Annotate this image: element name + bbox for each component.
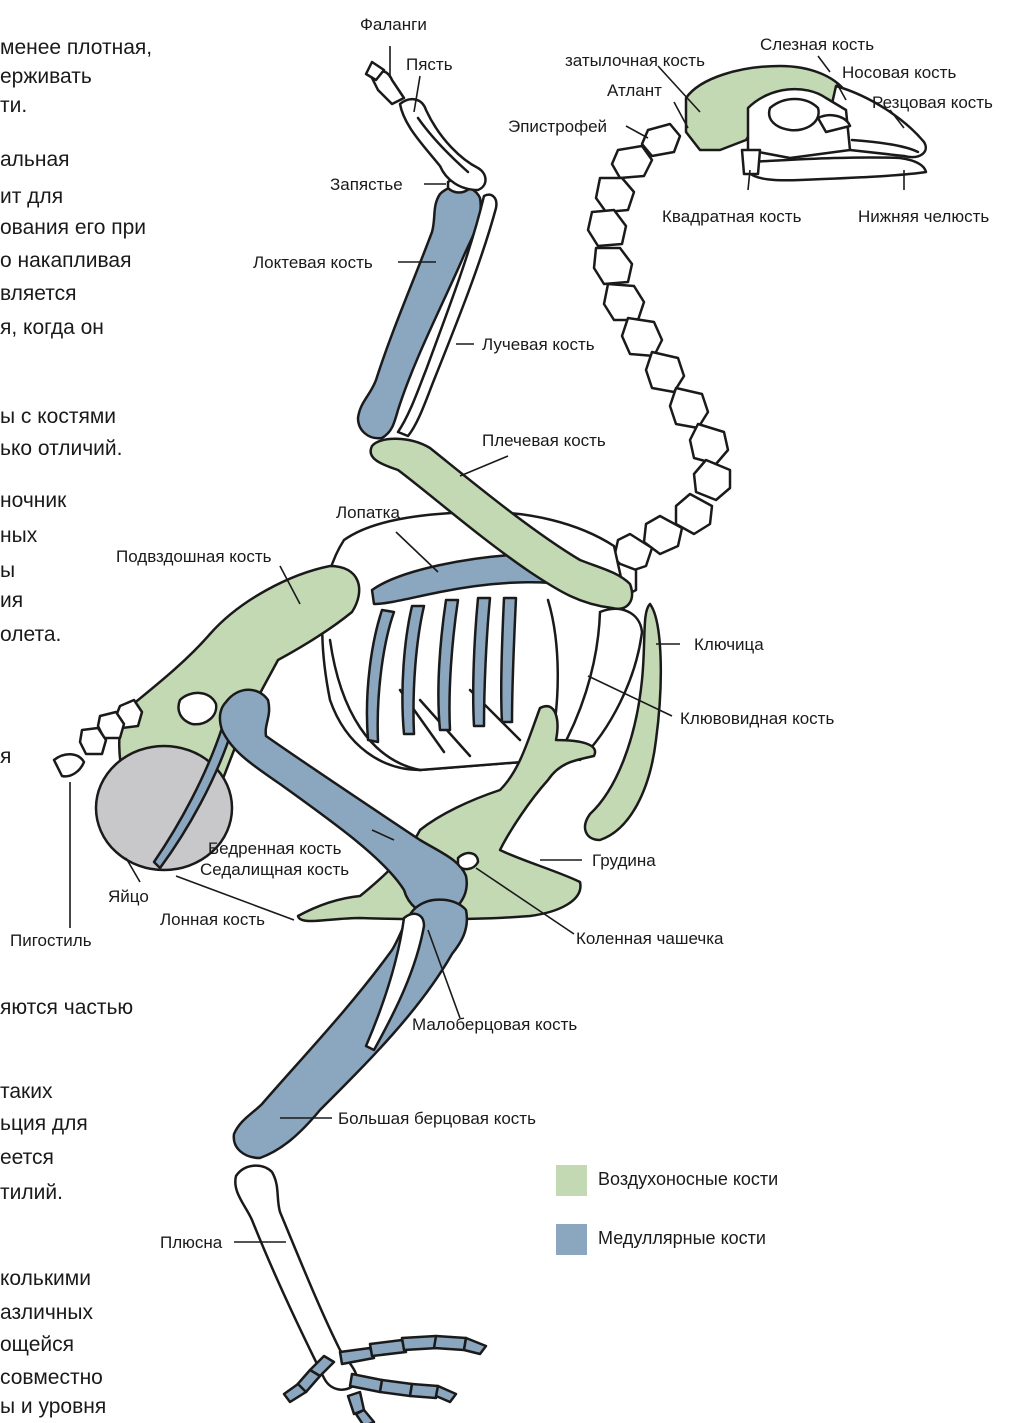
neck-vertebrae	[588, 124, 730, 600]
legend-swatch-pneumatic	[556, 1165, 587, 1196]
legend-swatch-medullary	[556, 1224, 587, 1255]
label-lacrimal: Слезная кость	[760, 35, 874, 54]
label-ilium: Подвздошная кость	[116, 547, 272, 566]
label-axis: Эпистрофей	[508, 117, 607, 136]
legend-label-pneumatic: Воздухоносные кости	[598, 1169, 778, 1190]
label-sternum: Грудина	[592, 851, 656, 870]
label-humerus: Плечевая кость	[482, 431, 606, 450]
label-patella: Коленная чашечка	[576, 929, 724, 948]
label-ischium: Седалищная кость	[200, 860, 349, 879]
label-carpus: Запястье	[330, 175, 403, 194]
label-pygostyle: Пигостиль	[10, 931, 92, 950]
label-incisive: Резцовая кость	[872, 93, 993, 112]
tarsus	[235, 1166, 357, 1390]
label-mandible: Нижняя челюсть	[858, 207, 989, 226]
label-scapula: Лопатка	[336, 503, 400, 522]
label-radius: Лучевая кость	[482, 335, 595, 354]
patella	[458, 853, 478, 869]
label-atlas: Атлант	[607, 81, 662, 100]
lower-jaw	[748, 157, 926, 180]
label-fibula: Малоберцовая кость	[412, 1015, 577, 1034]
label-egg: Яйцо	[108, 887, 149, 906]
skull	[686, 66, 926, 180]
label-nasal: Носовая кость	[842, 63, 956, 82]
label-clavicle: Ключица	[694, 635, 764, 654]
pelvis-window	[179, 693, 217, 724]
label-quadrate: Квадратная кость	[662, 207, 802, 226]
label-tarsus: Плюсна	[160, 1233, 223, 1252]
label-tibia: Большая берцовая кость	[338, 1109, 536, 1128]
label-pubis: Лонная кость	[160, 910, 265, 929]
label-coracoid: Клювовидная кость	[680, 709, 834, 728]
label-occipital: затылочная кость	[565, 51, 705, 70]
metacarpus	[400, 99, 486, 190]
label-ulna: Локтевая кость	[253, 253, 373, 272]
label-femur: Бедренная кость	[208, 839, 342, 858]
label-metacarpus: Пясть	[406, 55, 453, 74]
pygostyle	[54, 754, 84, 776]
quadrate-bone	[742, 150, 760, 174]
legend-label-medullary: Медуллярные кости	[598, 1228, 766, 1249]
label-phalanges: Фаланги	[360, 15, 427, 34]
